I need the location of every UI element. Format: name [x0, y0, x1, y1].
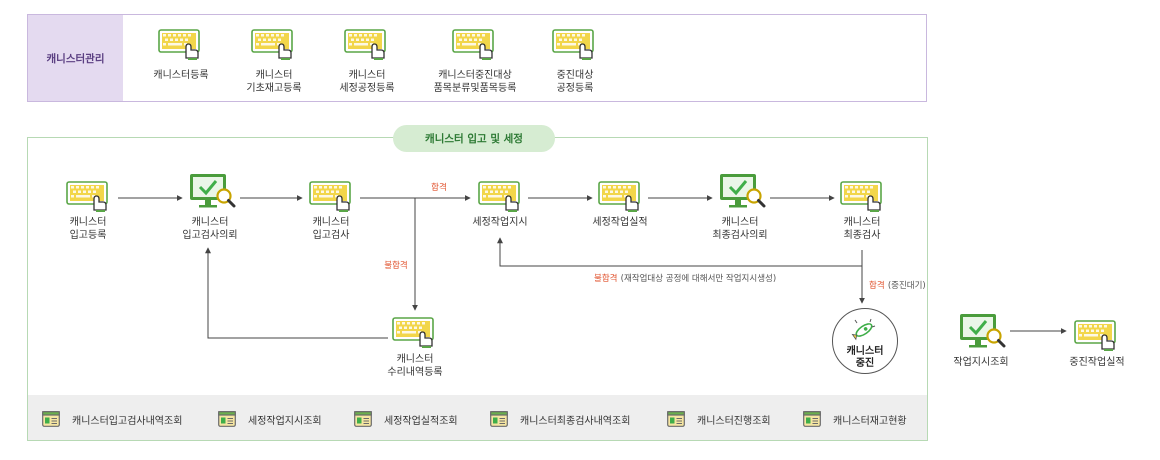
monitor-check-search-icon[interactable] [188, 172, 236, 210]
report-final-inspect-history[interactable]: 캐니스터최종검사내역조회 [490, 410, 630, 428]
report-receive-inspect-history[interactable]: 캐니스터입고검사내역조회 [42, 410, 182, 428]
mgmt-item-target-process[interactable]: 중진대상 공정등록 [556, 70, 594, 94]
keyboard-hand-icon[interactable] [66, 180, 112, 212]
report-card-icon [667, 411, 685, 427]
report-wash-order-query[interactable]: 세정작업지시조회 [218, 410, 322, 428]
report-bar [28, 395, 927, 440]
step-final-inspect[interactable]: 캐니스터 최종검사 [843, 217, 881, 241]
management-title: 캐니스터관리 [28, 15, 123, 101]
report-progress-query[interactable]: 캐니스터진행조회 [667, 410, 771, 428]
step-wash-order[interactable]: 세정작업지시 [472, 217, 528, 228]
report-card-icon [803, 411, 821, 427]
keyboard-hand-icon[interactable] [309, 180, 355, 212]
side-launch-result[interactable]: 중진작업실적 [1069, 357, 1125, 368]
monitor-check-search-icon[interactable] [718, 172, 766, 210]
edge-label-fail: 불합격 [384, 261, 408, 271]
management-panel [27, 14, 927, 102]
side-order-query[interactable]: 작업지시조회 [953, 357, 1009, 368]
arrow-repair-to-request [205, 247, 388, 339]
edge-label-final-pass: 합격 (중진대기) [869, 281, 926, 291]
monitor-check-search-icon[interactable] [958, 312, 1006, 350]
edge-label-final-fail: 불합격 (재작업대상 공정에 대해서만 작업지시생성) [594, 274, 777, 284]
mgmt-item-canister-register[interactable]: 캐니스터등록 [153, 70, 209, 81]
keyboard-hand-icon[interactable] [598, 180, 644, 212]
keyboard-hand-icon[interactable] [1074, 319, 1120, 351]
step-final-inspect-request[interactable]: 캐니스터 최종검사의뢰 [712, 217, 768, 241]
report-card-icon [218, 411, 236, 427]
report-card-icon [490, 411, 508, 427]
step-receive-inspect-request[interactable]: 캐니스터 입고검사의뢰 [182, 217, 238, 241]
launch-step-label: 캐니스터 중진 [846, 346, 884, 369]
mgmt-item-wash-process[interactable]: 캐니스터 세정공정등록 [339, 70, 395, 94]
edge-label-pass: 합격 [431, 183, 447, 193]
mgmt-item-item-class[interactable]: 캐니스터중진대상 품목분류및품목등록 [433, 70, 517, 94]
launch-step[interactable] [832, 308, 898, 374]
process-title: 캐니스터 입고 및 세정 [393, 125, 555, 152]
step-repair-register[interactable]: 캐니스터 수리내역등록 [387, 354, 443, 378]
report-wash-result-query[interactable]: 세정작업실적조회 [354, 410, 458, 428]
step-receive-inspect[interactable]: 캐니스터 입고검사 [312, 217, 350, 241]
report-card-icon [354, 411, 372, 427]
report-card-icon [42, 411, 60, 427]
step-receive-register[interactable]: 캐니스터 입고등록 [69, 217, 107, 241]
rocket-launch-icon [851, 318, 876, 341]
report-stock-status[interactable]: 캐니스터재고현황 [803, 410, 907, 428]
keyboard-hand-icon[interactable] [478, 180, 524, 212]
keyboard-hand-icon[interactable] [840, 180, 886, 212]
arrow-final-fail-to-wash-order [497, 237, 863, 267]
mgmt-item-base-stock[interactable]: 캐니스터 기초재고등록 [246, 70, 302, 94]
step-wash-result[interactable]: 세정작업실적 [592, 217, 648, 228]
keyboard-hand-icon[interactable] [392, 316, 438, 348]
